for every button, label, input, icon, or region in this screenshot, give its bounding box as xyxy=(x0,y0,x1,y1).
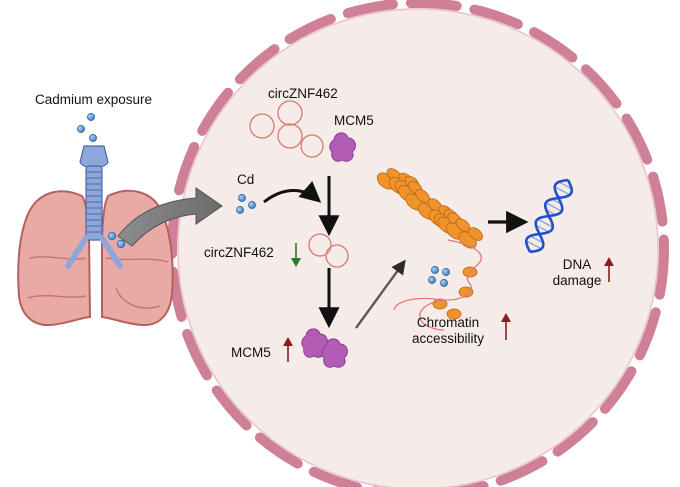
mcm5-increased-icon xyxy=(301,328,348,368)
mcm5-protein-icon xyxy=(329,132,356,162)
particle xyxy=(116,239,126,249)
label-circznf462-mid: circZNF462 xyxy=(204,245,274,260)
circrna-ring xyxy=(308,233,332,257)
particle xyxy=(236,206,244,214)
cd-particles-icon xyxy=(236,194,256,214)
cell-body xyxy=(177,8,659,487)
down-arrow-indicator xyxy=(291,243,301,267)
chromatin-icon xyxy=(376,168,484,331)
cd-curved-arrow xyxy=(263,181,322,204)
particle xyxy=(107,231,117,241)
particle xyxy=(238,194,246,202)
particle xyxy=(87,113,95,121)
label-damage: damage xyxy=(552,273,602,288)
label-dna: DNA xyxy=(562,257,592,272)
dna-helix-icon xyxy=(524,178,574,254)
particle xyxy=(428,276,436,284)
up-arrow-indicator xyxy=(283,337,293,362)
dna-base-pair xyxy=(525,240,542,250)
label-cd: Cd xyxy=(237,172,255,187)
dna-base-pair xyxy=(558,181,572,190)
label-accessibility: accessibility xyxy=(411,331,485,346)
up-arrow-indicator xyxy=(604,257,614,282)
cadmium-particles-icon xyxy=(77,113,126,249)
dna-base-pair xyxy=(535,224,550,233)
chromatin-strand xyxy=(419,239,482,331)
label-chromatin: Chromatin xyxy=(416,315,480,330)
circrna-reduced-icon xyxy=(308,233,349,268)
entry-arrow xyxy=(117,187,223,247)
dna-base-pair xyxy=(545,202,562,212)
nucleosome xyxy=(458,286,474,298)
circrna-ring xyxy=(249,113,275,139)
nucleosome xyxy=(468,227,484,241)
circrna-ring xyxy=(300,134,324,158)
particle xyxy=(431,266,439,274)
circrna-ring xyxy=(277,123,303,149)
particle xyxy=(89,134,97,142)
chromatin-arrow xyxy=(355,259,406,329)
mcm5-protein xyxy=(321,338,348,368)
particle xyxy=(440,279,448,287)
up-arrow-indicator xyxy=(501,313,511,340)
larynx xyxy=(79,145,109,169)
dna-strand-loose xyxy=(393,297,441,311)
circrna-ring xyxy=(325,244,349,268)
bronchi xyxy=(65,235,123,269)
label-mcm5-top: MCM5 xyxy=(334,113,374,128)
dna-base-pair xyxy=(529,235,544,244)
particle xyxy=(77,125,85,133)
particle xyxy=(248,201,256,209)
circrna-ring xyxy=(277,100,303,126)
circrna-icon xyxy=(249,100,324,158)
label-mcm5-bottom: MCM5 xyxy=(231,345,271,360)
dna-base-pair xyxy=(554,186,571,196)
dna-strand xyxy=(524,179,574,253)
label-cadmium-exposure: Cadmium exposure xyxy=(35,92,153,107)
label-circznf462-top: circZNF462 xyxy=(268,86,338,101)
particle xyxy=(442,268,450,276)
dna-base-pair xyxy=(537,218,554,228)
nucleosome xyxy=(446,308,462,320)
trachea-tube xyxy=(85,165,103,241)
lungs-icon xyxy=(17,189,174,327)
cell-membrane-inner xyxy=(177,8,659,487)
trachea-icon xyxy=(65,145,123,269)
